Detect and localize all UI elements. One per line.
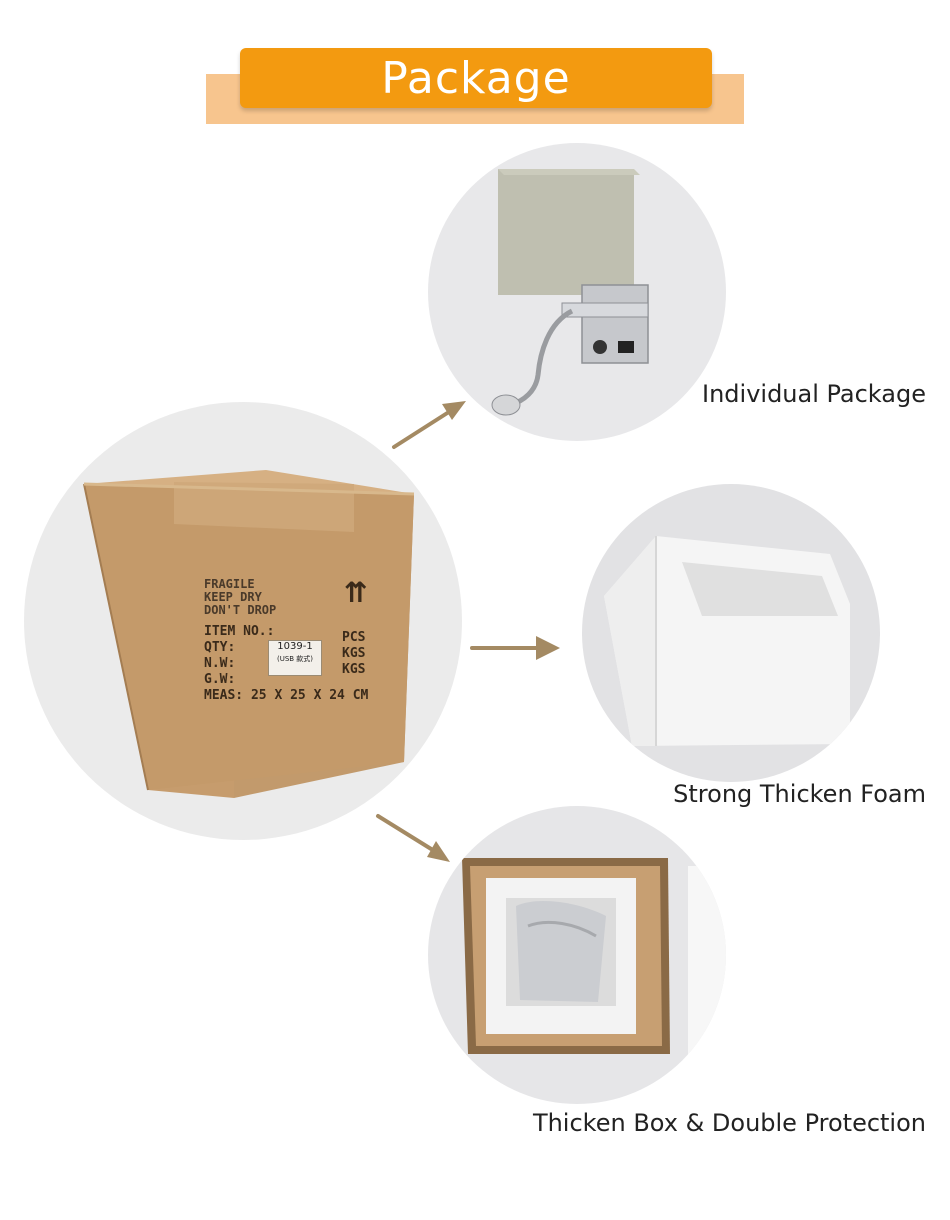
arrow-to-foam-icon (470, 636, 560, 660)
caption-individual-package: Individual Package (702, 380, 926, 408)
qty-label: QTY: (204, 640, 236, 655)
box-print: FRAGILE KEEP DRY DON'T DROP (204, 578, 276, 617)
kgs-label-1: KGS (342, 646, 366, 661)
sticker-code: 1039-1 (277, 641, 313, 652)
box-units: PCS KGS KGS (342, 630, 365, 678)
caption-thicken-box: Thicken Box & Double Protection (532, 1109, 926, 1137)
fragile-label: FRAGILE (204, 577, 255, 591)
cardboard-box-illustration (83, 470, 415, 798)
page-title: Package (381, 52, 571, 104)
box-sticker: 1039-1 (USB 款式) (268, 640, 322, 676)
sticker-sub: (USB 款式) (276, 655, 314, 663)
wall-lamp-image (491, 169, 649, 416)
pcs-label: PCS (342, 630, 366, 645)
individual-package-circle (428, 143, 726, 441)
kgs-label-2: KGS (342, 662, 366, 677)
thicken-box-circle (428, 806, 726, 1104)
box-fields: ITEM NO.: QTY: N.W: G.W: MEAS: 25 X 25 X… (204, 624, 368, 704)
foam-image (604, 536, 850, 746)
foam-circle (582, 484, 880, 782)
this-side-up-icon: ⇈ (344, 576, 368, 609)
gw-label: G.W: (204, 672, 236, 687)
keep-dry-label: KEEP DRY (204, 590, 262, 604)
arrow-to-box-icon (376, 814, 450, 862)
open-box-image (462, 858, 726, 1056)
nw-label: N.W: (204, 656, 236, 671)
dont-drop-label: DON'T DROP (204, 603, 277, 617)
arrow-to-individual-icon (392, 401, 466, 449)
caption-thicken-foam: Strong Thicken Foam (673, 780, 926, 808)
meas-label: MEAS: 25 X 25 X 24 CM (204, 688, 369, 703)
main-box-circle: FRAGILE KEEP DRY DON'T DROP ⇈ ITEM NO.: … (24, 402, 462, 840)
header-banner: Package (240, 48, 712, 108)
item-no-label: ITEM NO.: (204, 624, 275, 639)
